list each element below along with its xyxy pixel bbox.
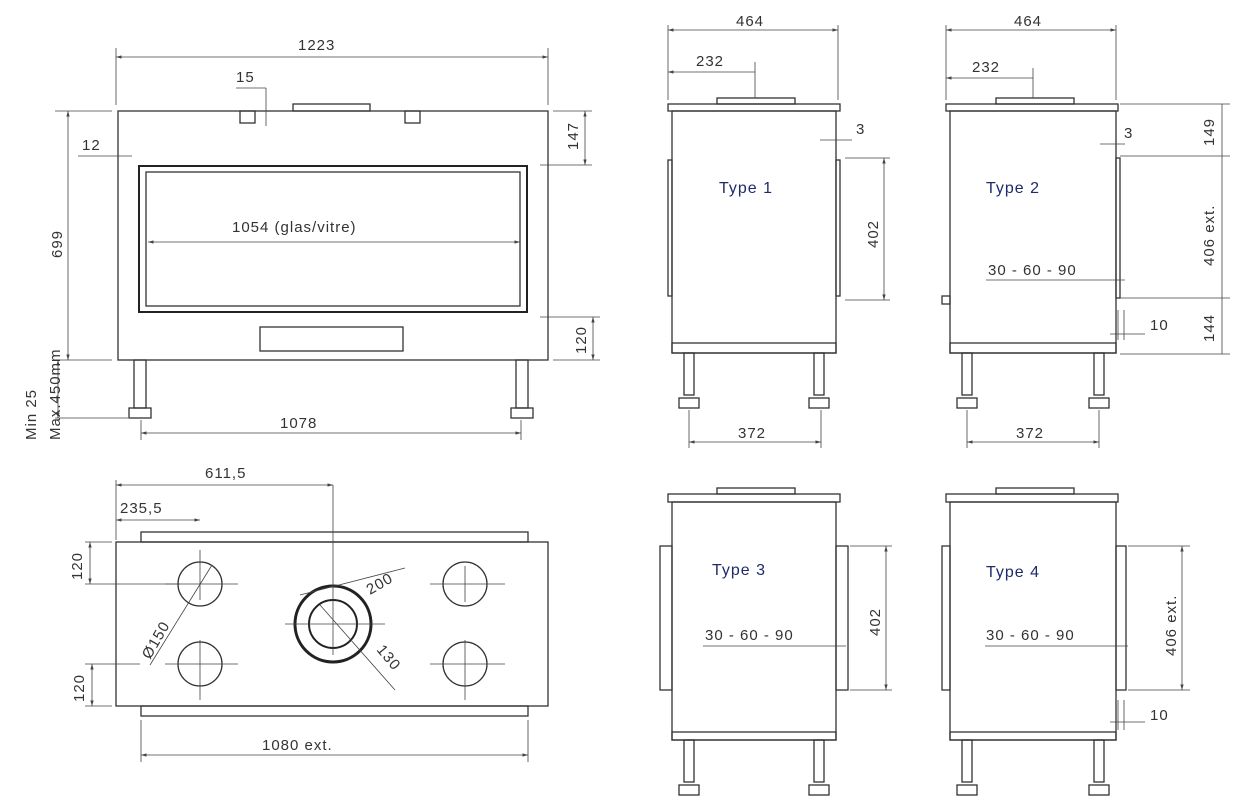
t3-angles: 30 - 60 - 90 (705, 627, 794, 644)
t1-half-depth: 232 (696, 53, 724, 70)
dim-hole-top: 120 (69, 552, 86, 580)
dim-center-offset: 611,5 (205, 465, 246, 482)
dim-flue-inner: 130 (373, 642, 404, 674)
side-view-type3: Type 3 30 - 60 - 90 402 (659, 487, 892, 796)
dim-leg-max: Max.450mm (47, 348, 64, 440)
t2-label: Type 2 (986, 180, 1040, 197)
flue-collar (292, 103, 371, 112)
dim-bottom-height: 120 (573, 326, 590, 354)
top-view: 611,5 235,5 120 120 Ø150 200 130 1080 ex… (69, 465, 549, 762)
t4-gap: 10 (1150, 707, 1169, 724)
t1-opening: 402 (865, 220, 882, 248)
t2-bottom: 144 (1201, 314, 1218, 342)
t2-opening: 406 ext. (1201, 205, 1218, 266)
t2-gap: 10 (1150, 317, 1169, 334)
t1-label: Type 1 (719, 180, 773, 197)
t1-leg-spacing: 372 (738, 425, 766, 442)
dim-hole-offset: 235,5 (120, 500, 163, 517)
side-view-type1: 464 232 3 402 Type 1 372 (667, 13, 890, 448)
t2-wall: 3 (1124, 125, 1133, 142)
dim-side-margin: 12 (82, 137, 101, 154)
t4-label: Type 4 (986, 564, 1040, 581)
leg-right (515, 359, 529, 409)
dim-leg-spacing: 1078 (280, 415, 317, 432)
t2-depth: 464 (1014, 13, 1042, 30)
dim-offset-top: 15 (236, 69, 255, 86)
dim-height-total: 699 (49, 230, 66, 258)
dim-flue-outer: 200 (364, 570, 397, 599)
side-view-type4: Type 4 30 - 60 - 90 406 ext. 10 (941, 487, 1190, 796)
leg-left (133, 359, 147, 409)
dim-glass-width: 1054 (glas/vitre) (232, 219, 357, 236)
glass-window (138, 165, 528, 313)
t3-label: Type 3 (712, 562, 766, 579)
dim-hole-diameter: Ø150 (139, 618, 174, 662)
front-view: 1223 15 12 1054 (glas/vitre) 147 120 699… (23, 37, 600, 440)
t4-angles: 30 - 60 - 90 (986, 627, 1075, 644)
t2-half-depth: 232 (972, 59, 1000, 76)
dim-top-height: 147 (565, 122, 582, 150)
t2-top: 149 (1201, 118, 1218, 146)
control-panel (259, 326, 404, 352)
t2-angles: 30 - 60 - 90 (988, 262, 1077, 279)
side-view-type2: 464 232 3 149 406 ext. 144 Type 2 30 - 6… (941, 13, 1230, 448)
dim-width-total: 1223 (298, 37, 335, 54)
t1-depth: 464 (736, 13, 764, 30)
t1-wall: 3 (856, 121, 865, 138)
t4-opening: 406 ext. (1163, 595, 1180, 656)
dim-hole-bottom: 120 (71, 674, 88, 702)
t3-opening: 402 (867, 608, 884, 636)
t2-leg-spacing: 372 (1016, 425, 1044, 442)
dim-leg-min: Min 25 (23, 389, 40, 440)
dim-width-ext: 1080 ext. (262, 737, 333, 754)
